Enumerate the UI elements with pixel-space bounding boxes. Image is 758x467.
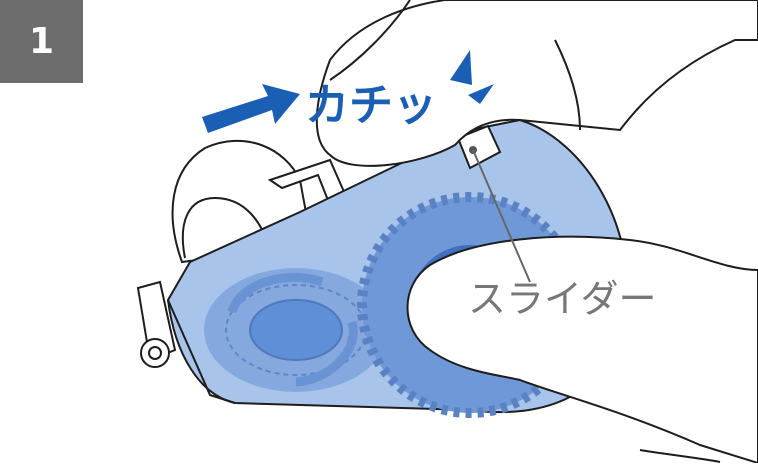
lower-hand-crease	[640, 450, 720, 462]
arrow-right-icon	[202, 84, 300, 133]
end-spool	[138, 282, 175, 367]
sound-effect-text: カチッ	[305, 80, 437, 131]
lower-hand	[408, 237, 758, 463]
slider-label: スライダー	[468, 277, 656, 321]
step-number: 1	[29, 21, 54, 62]
step-number-badge: 1	[0, 0, 83, 83]
